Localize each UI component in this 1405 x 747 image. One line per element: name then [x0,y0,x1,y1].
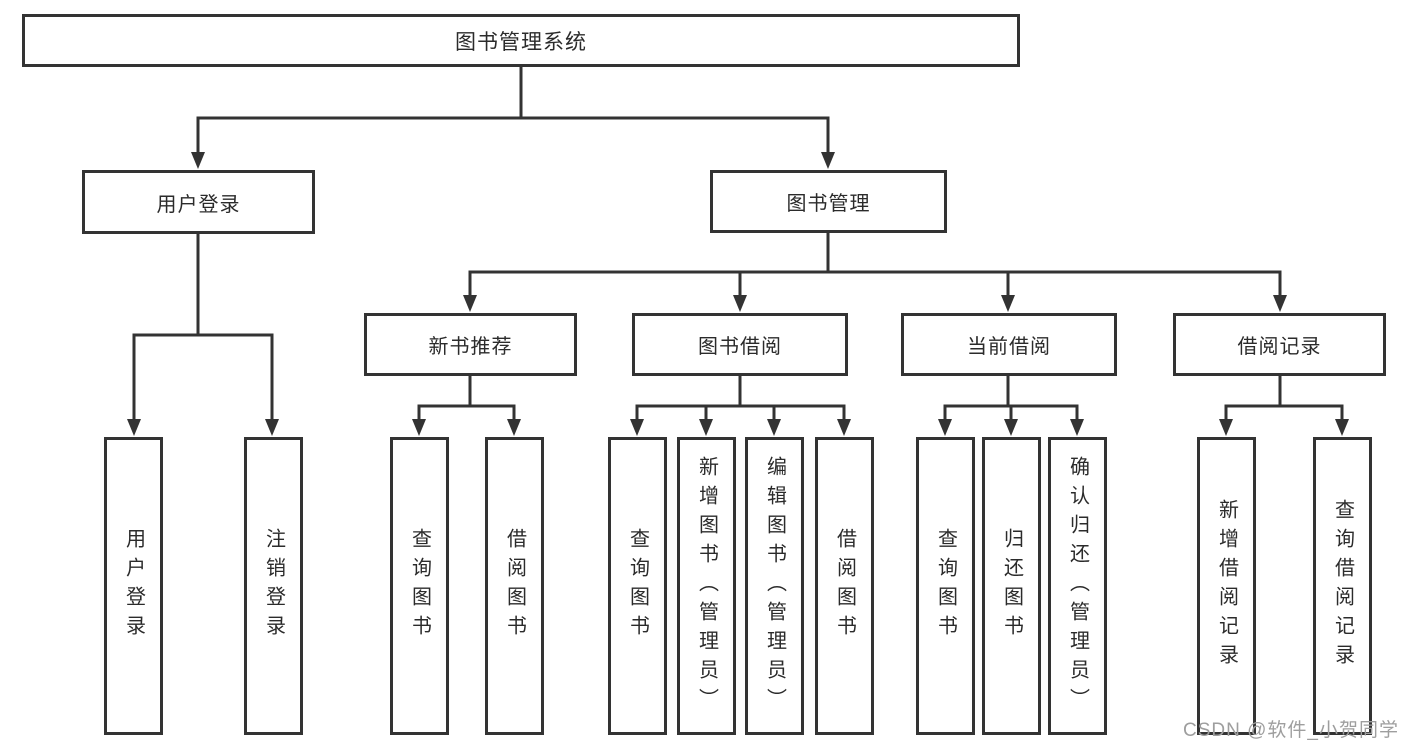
leaf-add-books-admin: 新增图书（管理员） [677,437,736,735]
leaf-query-borrow-record: 查询借阅记录 [1313,437,1372,735]
leaf-label: 新增图书（管理员） [695,455,718,717]
leaf-confirm-return-admin: 确认归还（管理员） [1048,437,1107,735]
node-user-login-branch: 用户登录 [82,170,315,234]
leaf-query-books-recommend: 查询图书 [390,437,449,735]
leaf-user-login: 用户登录 [104,437,163,735]
leaf-borrow-books-recommend: 借阅图书 [485,437,544,735]
leaf-label: 确认归还（管理员） [1066,455,1089,717]
leaf-edit-books-admin: 编辑图书（管理员） [745,437,804,735]
leaf-label: 用户登录 [122,528,145,644]
csdn-watermark: CSDN @软件_小贺同学 [1183,720,1399,741]
node-book-borrow: 图书借阅 [632,313,848,376]
leaf-return-books: 归还图书 [982,437,1041,735]
leaf-add-borrow-record: 新增借阅记录 [1197,437,1256,735]
leaf-query-books-borrow: 查询图书 [608,437,667,735]
leaf-label: 新增借阅记录 [1215,499,1238,673]
leaf-label: 注销登录 [262,528,285,644]
leaf-label: 归还图书 [1000,528,1023,644]
leaf-label: 查询借阅记录 [1331,499,1354,673]
leaf-label: 查询图书 [408,528,431,644]
leaf-label: 借阅图书 [833,528,856,644]
leaf-logout: 注销登录 [244,437,303,735]
node-book-management-branch: 图书管理 [710,170,947,233]
node-current-borrow: 当前借阅 [901,313,1117,376]
node-new-book-recommend: 新书推荐 [364,313,577,376]
leaf-label: 借阅图书 [503,528,526,644]
leaf-label: 查询图书 [934,528,957,644]
leaf-query-books-current: 查询图书 [916,437,975,735]
leaf-label: 查询图书 [626,528,649,644]
node-library-management-system: 图书管理系统 [22,14,1020,67]
leaf-label: 编辑图书（管理员） [763,455,786,717]
leaf-borrow-books: 借阅图书 [815,437,874,735]
node-borrow-records: 借阅记录 [1173,313,1386,376]
